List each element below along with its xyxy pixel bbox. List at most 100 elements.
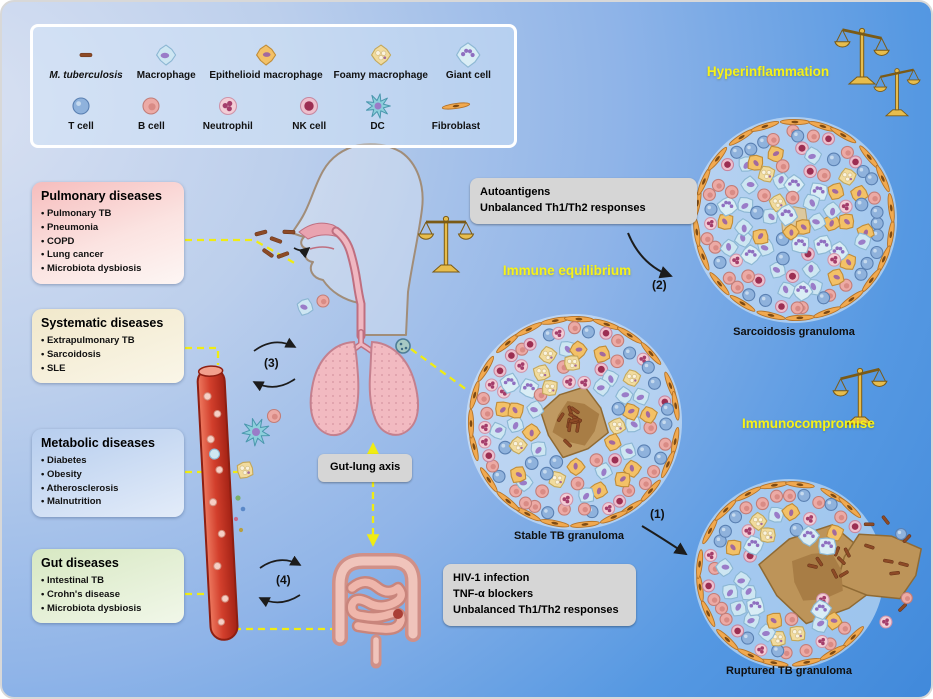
gut-inflamed-spot bbox=[393, 609, 403, 619]
legend-label: Epithelioid macrophage bbox=[209, 70, 323, 81]
state-label-hyperinflammation: Hyperinflammation bbox=[706, 64, 830, 79]
legend-label: B cell bbox=[138, 121, 165, 132]
arrow-step1 bbox=[641, 525, 688, 556]
circulating-cells bbox=[233, 294, 330, 533]
disease-box-title: Systematic diseases bbox=[41, 316, 164, 330]
disease-item: Microbiota dysbiosis bbox=[41, 602, 175, 616]
black-arrows bbox=[252, 232, 688, 608]
disease-box-title: Gut diseases bbox=[41, 556, 119, 570]
legend-item-mtb: M. tuberculosis bbox=[45, 40, 127, 81]
disease-item: SLE bbox=[41, 362, 175, 376]
callout-line: Unbalanced Th1/Th2 responses bbox=[480, 201, 646, 214]
legend-item-giant: Giant cell bbox=[435, 40, 502, 81]
disease-box-metabolic: Metabolic diseases Diabetes Obesity Athe… bbox=[32, 429, 184, 518]
lungs bbox=[309, 329, 420, 437]
b-cell-icon bbox=[131, 91, 171, 121]
inhale-arrow bbox=[293, 246, 311, 259]
legend-item-tcell: T cell bbox=[45, 91, 117, 132]
disease-item: Pulmonary TB bbox=[41, 207, 175, 221]
epithelioid-macrophage-icon bbox=[246, 40, 286, 70]
mouth-line bbox=[309, 246, 335, 250]
legend-item-epithelioid: Epithelioid macrophage bbox=[205, 40, 326, 81]
blood-vessel bbox=[196, 365, 239, 641]
step-label-3: (3) bbox=[264, 356, 279, 370]
disease-box-systematic: Systematic diseases Extrapulmonary TB Sa… bbox=[32, 309, 184, 384]
disease-list: Diabetes Obesity Atherosclerosis Malnutr… bbox=[41, 454, 175, 509]
disease-box-pulmonary: Pulmonary diseases Pulmonary TB Pneumoni… bbox=[32, 182, 184, 284]
disease-item: Microbiota dysbiosis bbox=[41, 262, 175, 276]
disease-item: Lung cancer bbox=[41, 248, 175, 262]
callout-line: Autoantigens bbox=[480, 186, 551, 198]
neutrophil-icon bbox=[208, 91, 248, 121]
t-cell-icon bbox=[61, 91, 101, 121]
disease-item: Extrapulmonary TB bbox=[41, 334, 175, 348]
legend-item-macrophage: Macrophage bbox=[127, 40, 205, 81]
callout-line: Unbalanced Th1/Th2 responses bbox=[453, 603, 619, 616]
disease-box-title: Metabolic diseases bbox=[41, 436, 155, 450]
disease-item: Obesity bbox=[41, 468, 175, 482]
legend-label: Giant cell bbox=[445, 70, 491, 81]
nk-cell-icon bbox=[289, 91, 329, 121]
legend-label: NK cell bbox=[292, 121, 327, 132]
gut-vessel-arrow-down bbox=[258, 594, 301, 608]
disease-box-gut: Gut diseases Intestinal TB Crohn's disea… bbox=[32, 549, 184, 624]
callout-immunosuppression: HIV-1 infection TNF-α blockers Unbalance… bbox=[443, 564, 636, 626]
macrophage-icon bbox=[146, 40, 186, 70]
disease-list: Pulmonary TB Pneumonia COPD Lung cancer … bbox=[41, 207, 175, 276]
state-label-immune-equilibrium: Immune equilibrium bbox=[502, 263, 632, 278]
legend-row-1: M. tuberculosis Macrophage Epithelioid m… bbox=[45, 40, 502, 81]
mtb-bacteria-inhaled bbox=[254, 229, 296, 259]
legend-row-2: T cell B cell Neutrophil NK cell DC Fibr… bbox=[45, 91, 502, 132]
arrow-step2 bbox=[627, 232, 673, 279]
legend-item-bcell: B cell bbox=[120, 91, 182, 132]
legend-label: Macrophage bbox=[136, 70, 196, 81]
disease-item: Sarcoidosis bbox=[41, 348, 175, 362]
legend-item-fibroblast: Fibroblast bbox=[410, 91, 502, 132]
step-label-1: (1) bbox=[650, 507, 665, 521]
label-ruptured-tb-granuloma: Ruptured TB granuloma bbox=[726, 665, 852, 677]
legend-label: M. tuberculosis bbox=[49, 70, 123, 81]
disease-list: Extrapulmonary TB Sarcoidosis SLE bbox=[41, 334, 175, 375]
disease-list: Intestinal TB Crohn's disease Microbiota… bbox=[41, 574, 175, 615]
step-label-4: (4) bbox=[276, 573, 291, 587]
legend-item-foamy: Foamy macrophage bbox=[327, 40, 435, 81]
legend-item-dc: DC bbox=[349, 91, 407, 132]
label-stable-tb-granuloma: Stable TB granuloma bbox=[513, 530, 625, 542]
legend-item-neutrophil: Neutrophil bbox=[186, 91, 270, 132]
lung-vessel-arrow-down bbox=[252, 378, 296, 392]
disease-item: Crohn's disease bbox=[41, 588, 175, 602]
legend-box: M. tuberculosis Macrophage Epithelioid m… bbox=[30, 24, 517, 148]
legend-item-nkcell: NK cell bbox=[273, 91, 345, 132]
disease-item: COPD bbox=[41, 235, 175, 249]
intestines bbox=[332, 553, 421, 669]
label-sarcoidosis-granuloma: Sarcoidosis granuloma bbox=[733, 326, 855, 338]
disease-item: Atherosclerosis bbox=[41, 482, 175, 496]
dendritic-cell-icon bbox=[358, 91, 398, 121]
legend-label: Fibroblast bbox=[431, 121, 481, 132]
legend-label: Foamy macrophage bbox=[333, 70, 428, 81]
disease-item: Intestinal TB bbox=[41, 574, 175, 588]
disease-item: Malnutrition bbox=[41, 495, 175, 509]
disease-item: Pneumonia bbox=[41, 221, 175, 235]
granulomas bbox=[466, 117, 922, 669]
callout-autoantigens: Autoantigens Unbalanced Th1/Th2 response… bbox=[470, 178, 697, 224]
disease-box-title: Pulmonary diseases bbox=[41, 189, 162, 203]
mtb-icon bbox=[66, 40, 106, 70]
lung-lesion bbox=[395, 338, 411, 354]
callout-line: HIV-1 infection bbox=[453, 572, 530, 584]
gut-vessel-arrow-up bbox=[259, 555, 302, 569]
foamy-macrophage-icon bbox=[361, 40, 401, 70]
legend-label: T cell bbox=[68, 121, 94, 132]
legend-label: DC bbox=[370, 121, 385, 132]
gut-lung-axis-label: Gut-lung axis bbox=[318, 454, 413, 482]
state-label-immunocompromise: Immunocompromise bbox=[742, 416, 875, 431]
giant-cell-icon bbox=[448, 40, 488, 70]
disease-item: Diabetes bbox=[41, 454, 175, 468]
callout-line: TNF-α blockers bbox=[453, 587, 534, 600]
fibroblast-icon bbox=[436, 91, 476, 121]
lung-vessel-arrow-up bbox=[253, 337, 297, 352]
legend-label: Neutrophil bbox=[202, 121, 253, 132]
step-label-2: (2) bbox=[652, 278, 667, 292]
